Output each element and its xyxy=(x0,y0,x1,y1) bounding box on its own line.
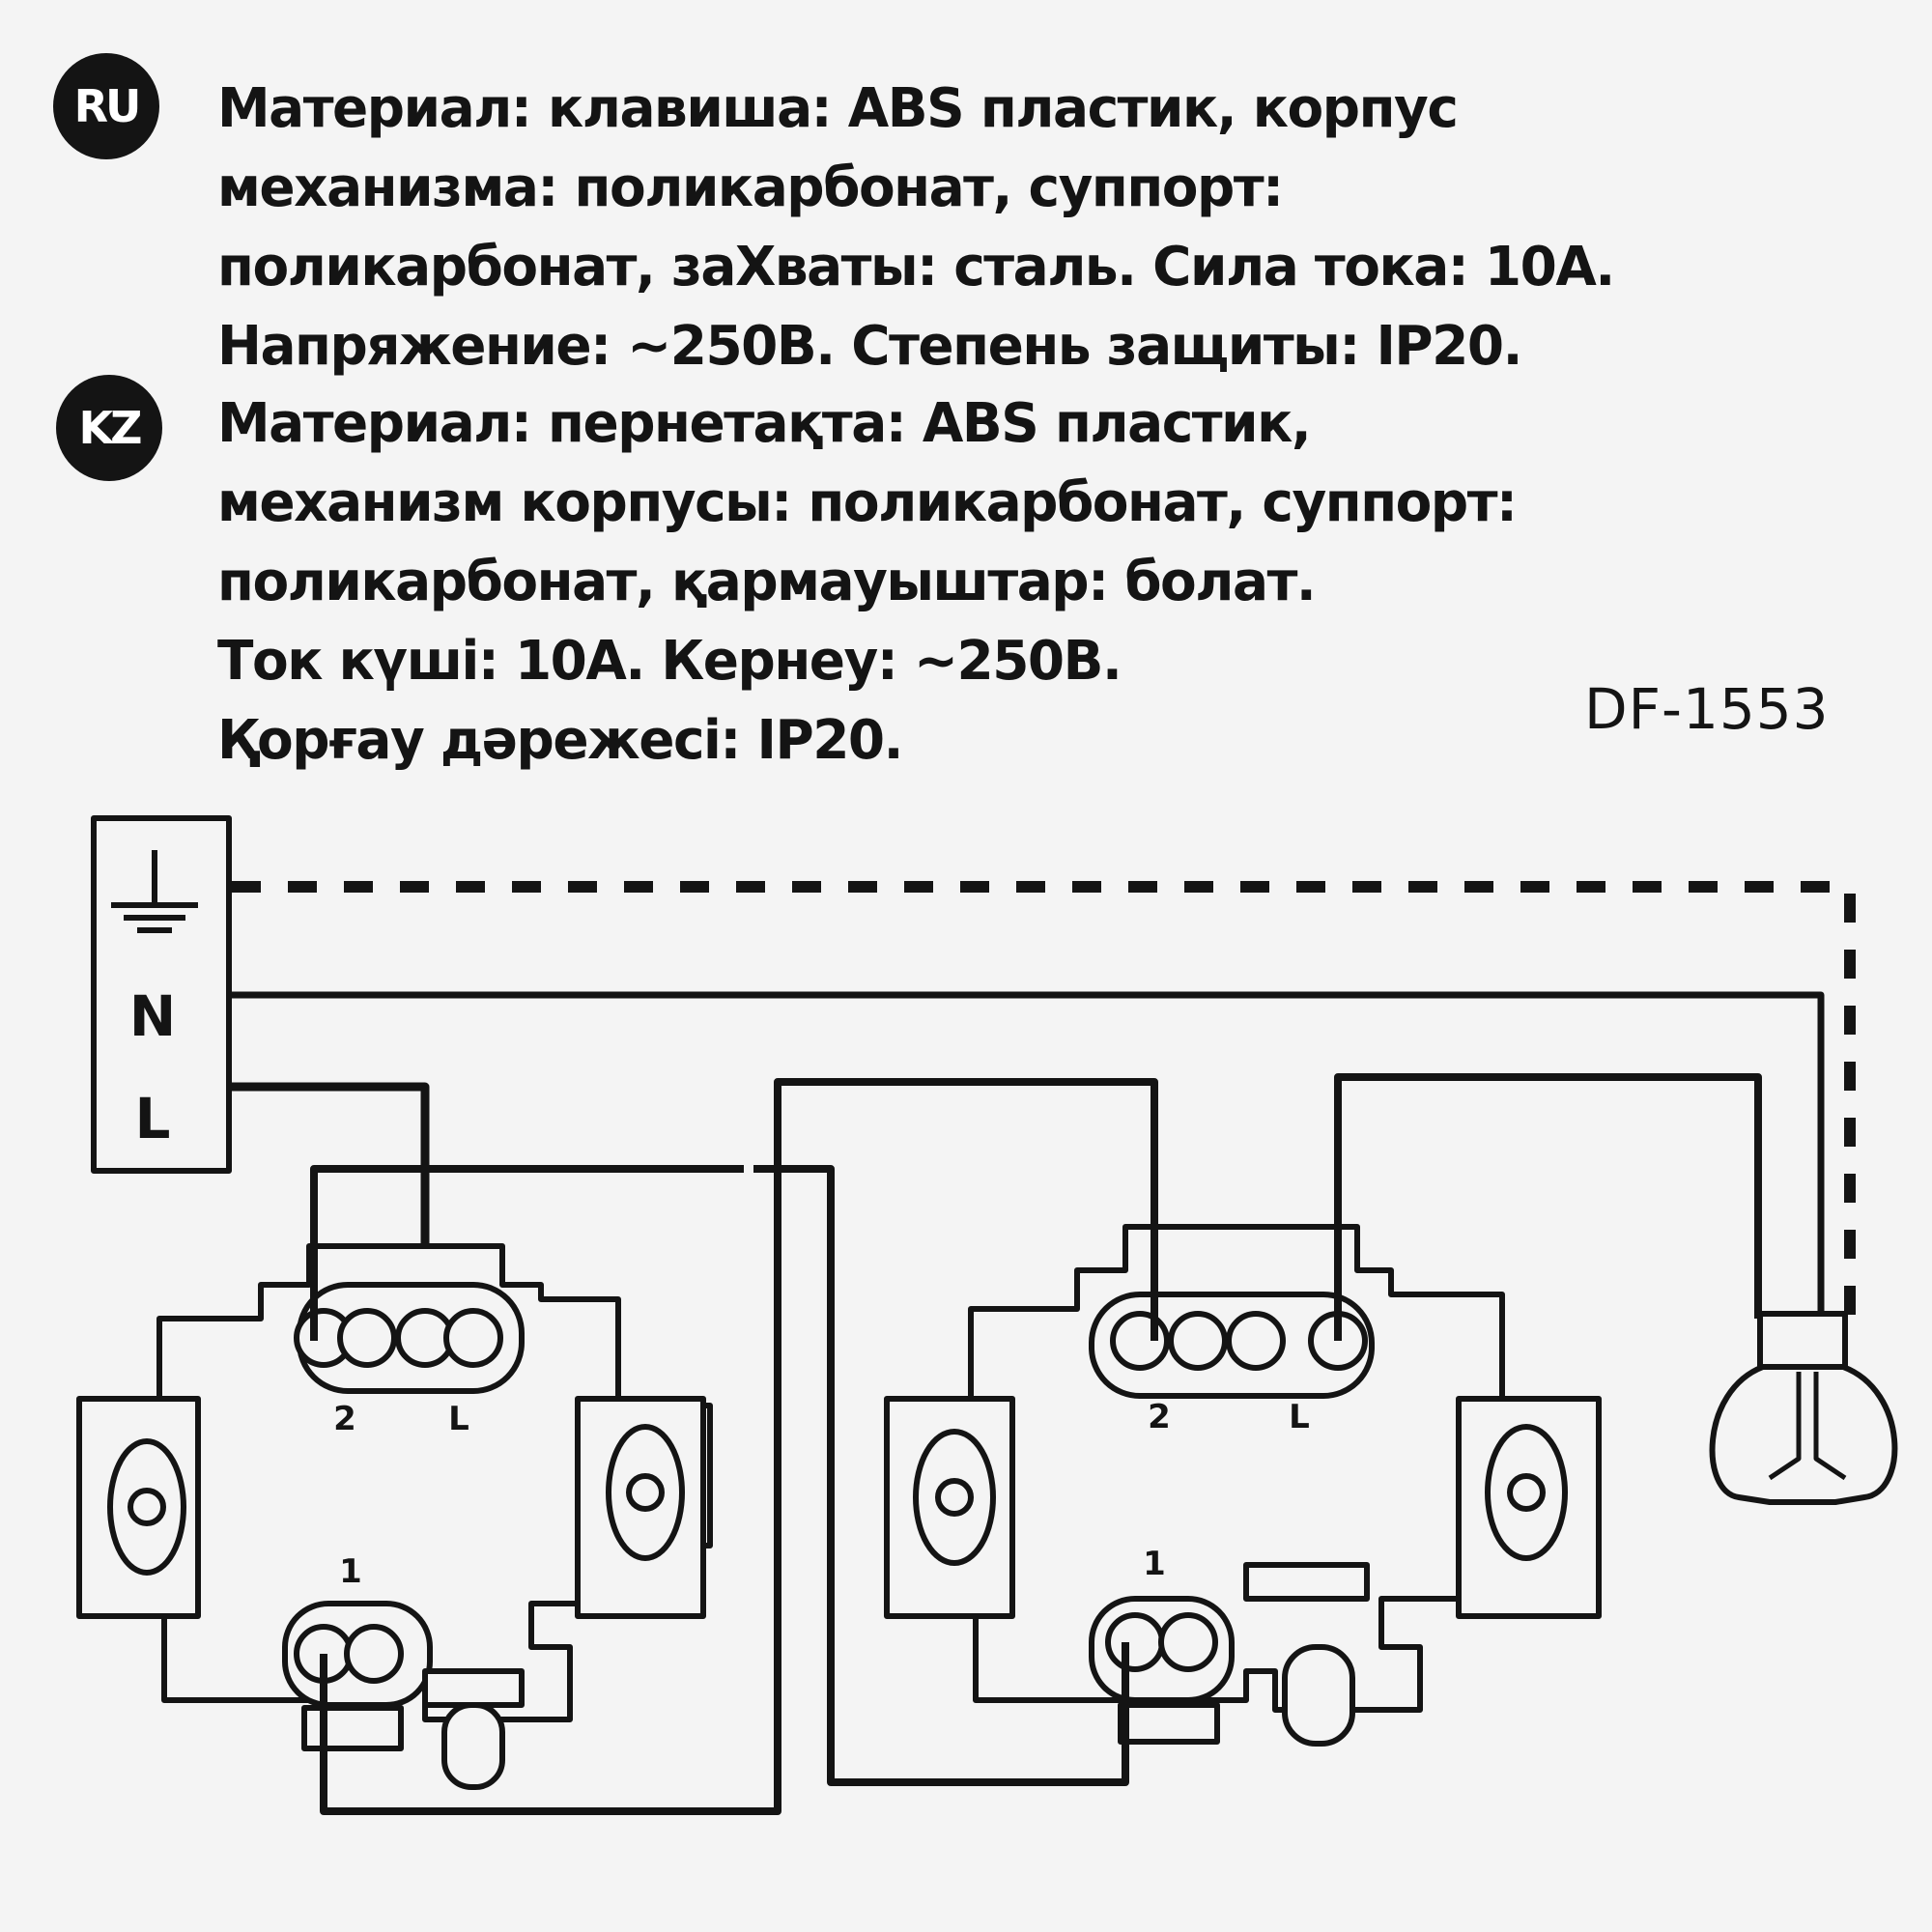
supply-terminal-box xyxy=(91,815,232,1174)
switch-right-terminal-l-label: L xyxy=(1289,1398,1310,1436)
kz-spec-line: Ток күші: 10А. Кернеу: ~250В. xyxy=(217,630,1122,693)
switch-left-mounting-screws xyxy=(107,1424,685,1576)
switch-right-terminal-1-label: 1 xyxy=(1143,1545,1166,1583)
kz-spec-line: механизм корпусы: поликарбонат, суппорт: xyxy=(217,471,1518,534)
ru-spec-line: поликарбонат, заХваты: сталь. Сила тока:… xyxy=(217,236,1615,298)
kz-spec-line: Қорғау дәрежесі: IP20. xyxy=(217,709,903,772)
model-code: DF-1553 xyxy=(1584,676,1830,742)
switch-left-terminal-2-label: 2 xyxy=(333,1400,356,1438)
ru-specifications: Материал: клавиша: ABS пластик, корпус м… xyxy=(217,70,1615,386)
switch-left-terminal-1-label: 1 xyxy=(339,1552,362,1591)
ground-wire xyxy=(232,881,1856,1338)
ground-icon xyxy=(111,850,198,933)
switch-right-terminal-2-label: 2 xyxy=(1148,1398,1171,1436)
ru-language-badge: RU xyxy=(53,53,159,159)
traveler-wire-upper xyxy=(310,1165,744,1341)
switch-right-mounting-screws xyxy=(913,1424,1568,1566)
ru-spec-line: Напряжение: ~250В. Степень защиты: IP20. xyxy=(217,315,1522,378)
switched-line-wire xyxy=(1334,1073,1762,1341)
traveler-wire-return xyxy=(753,1165,1129,1786)
neutral-wire xyxy=(232,991,1825,1319)
kz-spec-line: поликарбонат, қармауыштар: болат. xyxy=(217,551,1317,613)
ru-badge-label: RU xyxy=(73,80,142,132)
line-label: L xyxy=(135,1086,171,1151)
switch-left-terminal-l-label: L xyxy=(448,1400,469,1438)
ru-spec-line: механизма: поликарбонат, суппорт: xyxy=(217,156,1284,219)
kz-badge-label: KZ xyxy=(78,402,143,454)
neutral-label: N xyxy=(129,983,177,1049)
ru-spec-line: Материал: клавиша: ABS пластик, корпус xyxy=(217,77,1459,140)
light-bulb-icon xyxy=(1709,1311,1898,1505)
kz-specifications: Материал: пернетақта: ABS пластик, механ… xyxy=(217,384,1518,781)
traveler-wire-lower xyxy=(320,1078,1158,1815)
kz-spec-line: Материал: пернетақта: ABS пластик, xyxy=(217,392,1312,455)
kz-language-badge: KZ xyxy=(56,375,162,481)
